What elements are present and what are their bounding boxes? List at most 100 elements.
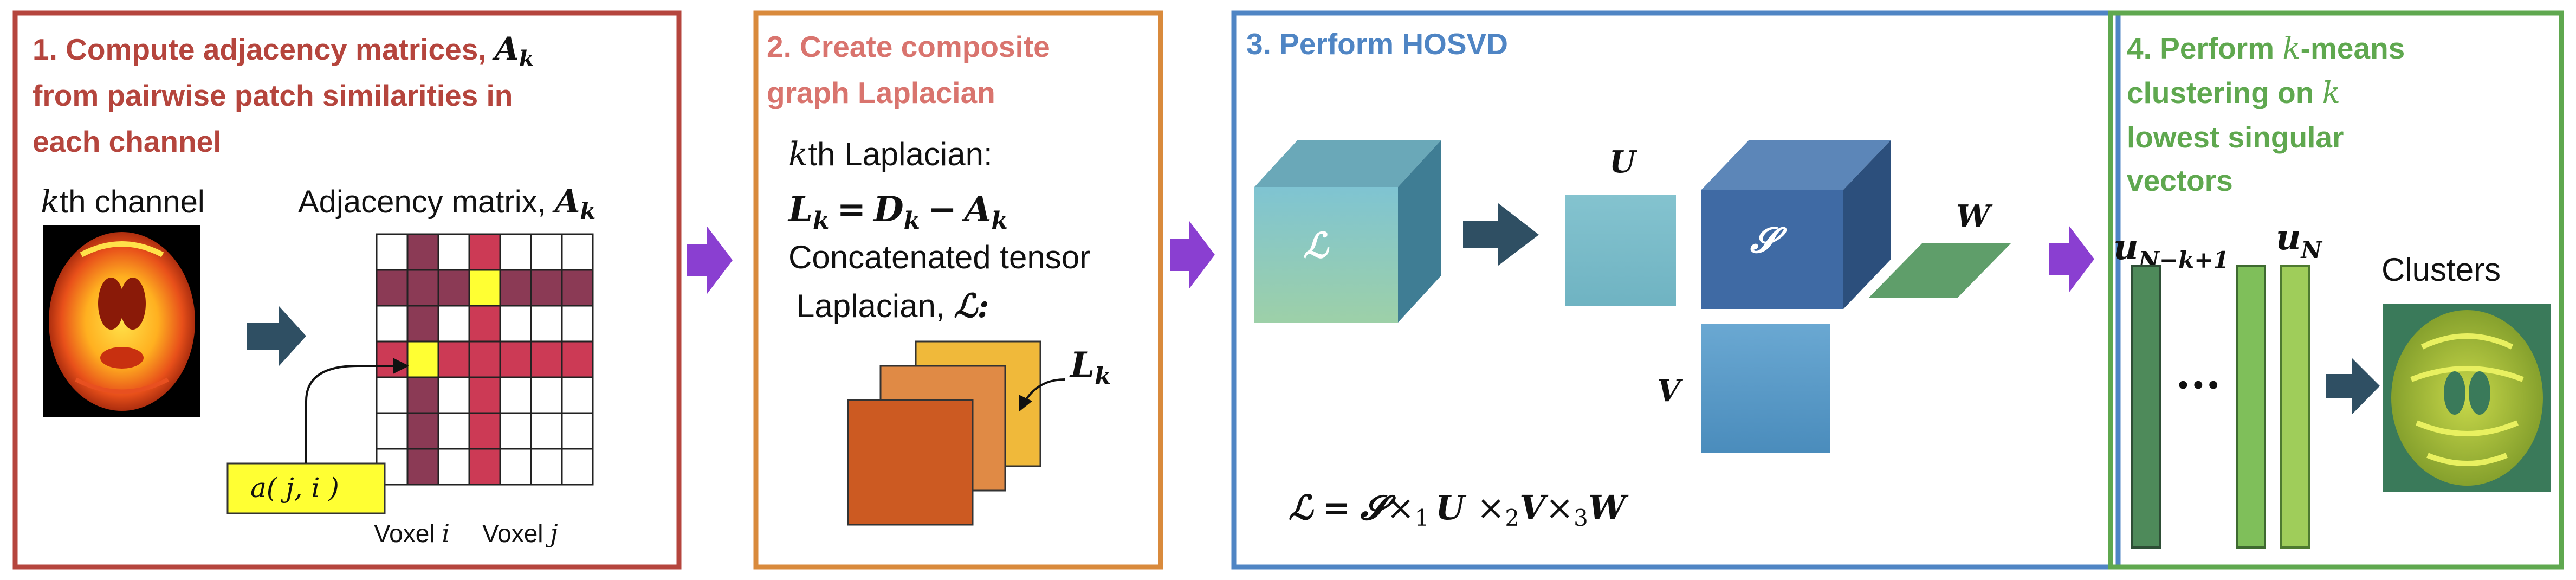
matrix-cell [561,269,594,307]
clusters-label: Clusters [2381,252,2501,288]
matrix-cell [437,305,470,343]
matrix-cell [376,376,409,414]
matrix-cell [499,412,532,450]
arrow-hosvd-icon [1463,203,1539,266]
vector-label-last: uN [2276,217,2323,263]
panel-1-title-line-2: from pairwise patch similarities in [33,79,513,112]
matrix-cell [437,233,470,271]
adjacency-matrix-grid [376,233,594,486]
matrix-cell [468,305,501,343]
matrix-cell [376,233,409,271]
matrix-cell [530,269,563,307]
channel-label: kth channel [41,183,205,220]
matrix-cell [376,340,409,378]
arrow-to-clusters-icon [2326,358,2380,415]
panel-3-frame [1231,10,2121,570]
annotation-text: a( j, i ) [250,472,339,504]
matrix-cell [499,305,532,343]
matrix-cell [406,233,439,271]
matrix-cell [437,376,470,414]
tensor-laplacian-label: Laplacian, ℒ: [797,287,989,325]
panel-1-frame [12,10,682,570]
matrix-cell [468,376,501,414]
stack-label: Lk [1069,345,1111,390]
panel-4-title-line-4: vectors [2127,164,2233,197]
matrix-cell [499,340,532,378]
annotation-pointer-icon [305,365,396,463]
matrix-cell [530,448,563,486]
matrix-v-square [1701,324,1830,453]
matrix-cell [406,305,439,343]
voxel-j-label: Voxel j [482,519,558,548]
panel-3-title: 3. Perform HOSVD [1246,27,1508,61]
purple-arrow-3-icon [2049,225,2094,293]
matrix-cell [406,269,439,307]
matrix-cell [468,340,501,378]
stack-label-pointer-icon [1026,378,1065,399]
matrix-cell [530,340,563,378]
label-w: W [1956,198,1993,234]
kth-laplacian-label: kth Laplacian: [788,136,993,173]
matrix-cell [530,412,563,450]
label-u: U [1609,144,1637,180]
matrix-u-square [1565,195,1676,306]
matrix-w-shape [1868,243,2011,298]
matrix-cell [437,448,470,486]
laplacian-equation: Lk=Dk−Ak [787,189,1008,235]
matrix-cell [530,376,563,414]
matrix-cell [561,412,594,450]
core-tensor-cube-s [1701,140,1891,309]
matrix-cell [530,305,563,343]
panel-2-frame [753,10,1163,570]
matrix-cell [406,448,439,486]
matrix-cell [406,412,439,450]
matrix-cell [530,233,563,271]
clusters-brain-image [2383,304,2551,492]
cube-l-label: ℒ [1303,225,1330,266]
matrix-cell [468,412,501,450]
vector-bar-middle [2236,265,2266,549]
panel-1-title-line-3: each channel [33,125,221,158]
vector-label-first: uN−k+1 [2113,227,2229,273]
vector-bar-last [2280,265,2310,549]
panel-4-title-line-3: lowest singular [2127,120,2344,154]
matrix-cell [376,269,409,307]
label-v: V [1657,373,1684,409]
panel-2-title: 2. Create composite [767,30,1050,63]
annotation-box [226,462,386,514]
matrix-cell [561,233,594,271]
matrix-cell [437,269,470,307]
annotation-arrowhead-icon [393,358,409,374]
voxel-i-label: Voxel i [374,519,450,548]
tensor-cube-l [1254,140,1441,323]
panel-4-title: 4. Perform k-means [2127,31,2405,66]
matrix-cell [499,269,532,307]
vector-bar-first [2131,265,2161,549]
stack-label-arrowhead-icon [1019,395,1032,412]
matrix-cell [437,412,470,450]
panel-1-title: 1. Compute adjacency matrices, Ak [33,30,534,72]
matrix-cell [561,305,594,343]
matrix-cell [406,376,439,414]
matrix-cell [406,340,439,378]
brain-channel-image [43,225,200,417]
matrix-cell [468,233,501,271]
laplacian-stack [847,340,1041,526]
matrix-label: Adjacency matrix, Ak [298,183,596,224]
matrix-cell [376,412,409,450]
matrix-cell [499,376,532,414]
concatenated-tensor-label: Concatenated tensor [788,239,1090,275]
matrix-cell [561,448,594,486]
matrix-cell [499,233,532,271]
purple-arrow-2-icon [1170,221,1215,288]
panel-4-frame [2108,10,2564,570]
matrix-cell [468,269,501,307]
matrix-cell [561,376,594,414]
purple-arrow-1-icon [687,227,733,294]
panel-4-title-line-2: clustering on k [2127,75,2340,110]
vector-ellipsis: ··· [2176,359,2221,410]
matrix-cell [376,305,409,343]
panel-2-title-line-2: graph Laplacian [767,76,995,109]
